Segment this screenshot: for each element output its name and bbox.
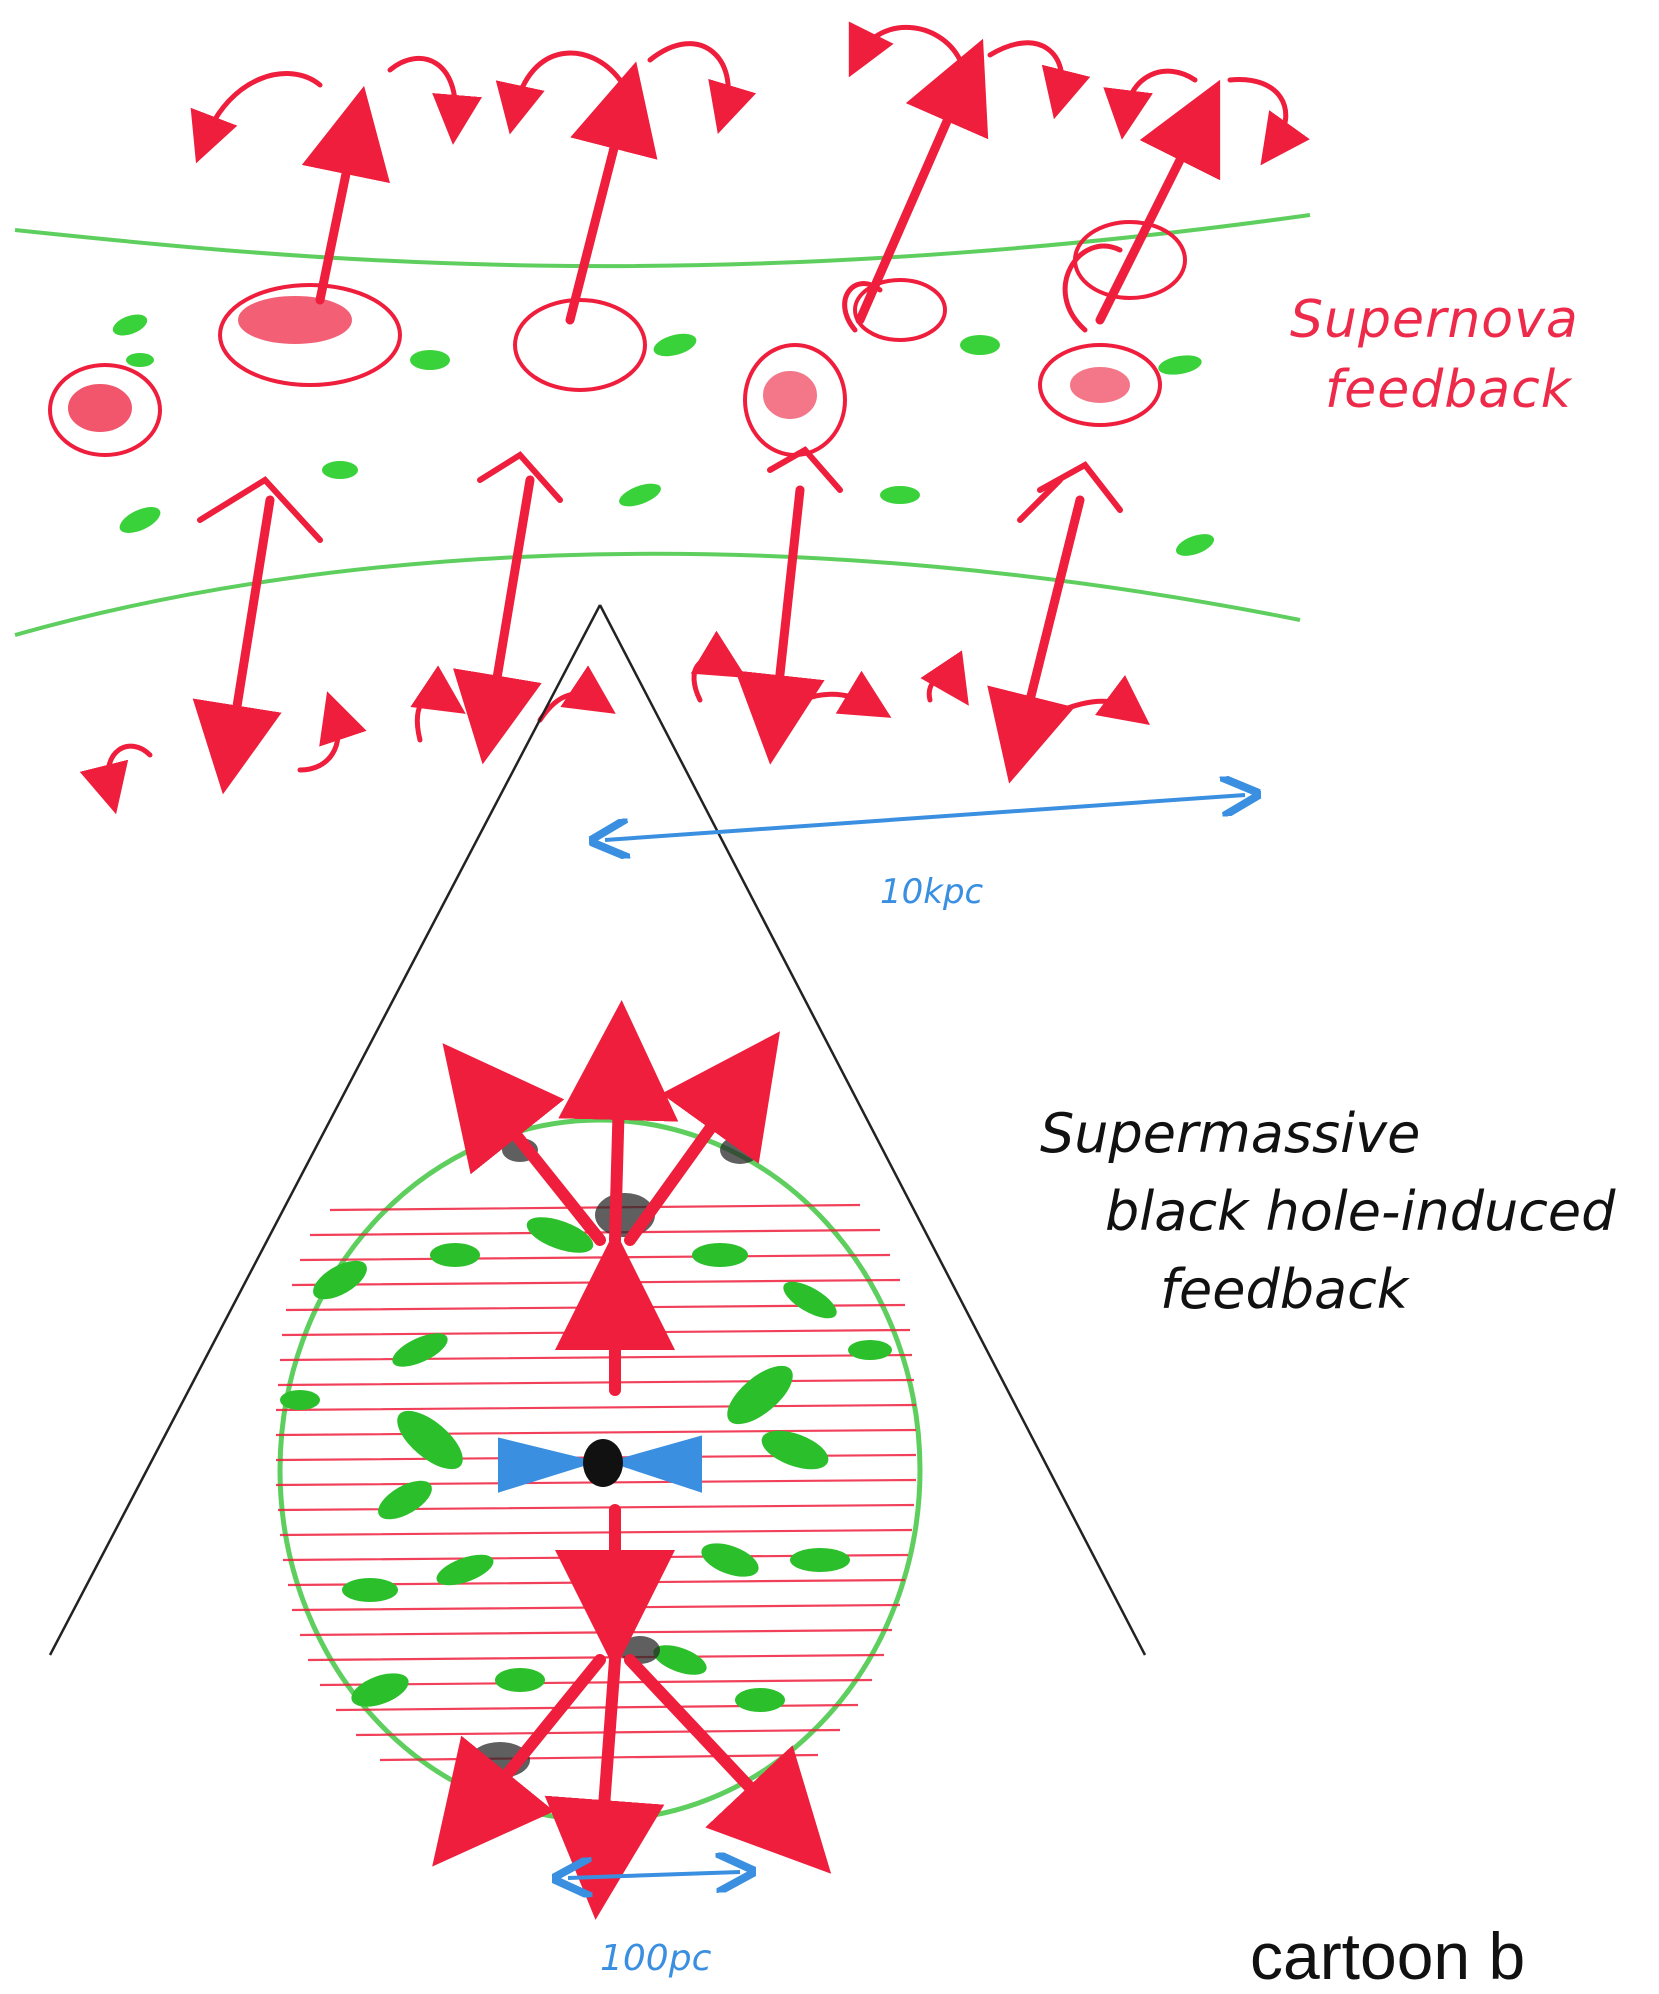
central-black-hole: [500, 1438, 700, 1490]
disc-lower-edge: [15, 554, 1300, 635]
black-hole: [583, 1439, 623, 1487]
slide-caption: cartoon b: [1250, 1918, 1525, 1994]
smbh-feedback-label: Supermassive black hole-induced feedback: [1040, 1095, 1615, 1329]
nuclear-region: [276, 1060, 920, 1860]
galactic-disc: [15, 27, 1310, 790]
star-forming-knots: [50, 222, 1185, 455]
smbh-label-line2: black hole-induced: [1040, 1173, 1615, 1251]
scale-label-100pc: 100pc: [600, 1938, 711, 1979]
scale-bar-100pc: [568, 1872, 740, 1878]
smbh-label-line1: Supermassive: [1040, 1095, 1615, 1173]
disc-gas-clumps: [110, 310, 1217, 560]
supernova-lower-curls: [108, 660, 1130, 790]
supernova-fountain-curls: [205, 27, 1286, 330]
zoom-cone: [50, 605, 1145, 1655]
smbh-label-line3: feedback: [1040, 1251, 1615, 1329]
scale-label-10kpc: 10kpc: [880, 872, 983, 912]
supernova-feedback-label: Supernova feedback: [1290, 285, 1620, 425]
supernova-outflows-up: [320, 80, 1200, 320]
supernova-label-line1: Supernova: [1290, 285, 1620, 355]
supernova-label-line2: feedback: [1290, 355, 1620, 425]
